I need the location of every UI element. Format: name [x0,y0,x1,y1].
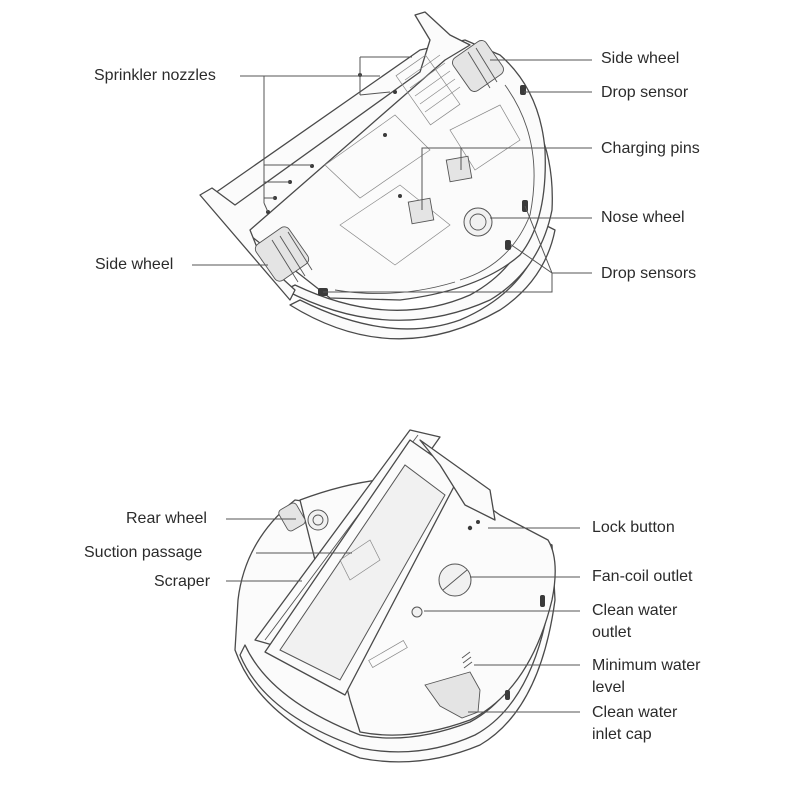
label-drop-sensors: Drop sensors [601,265,697,282]
label-suction-passage: Suction passage [84,544,203,561]
label-clean-water-outlet-line1: Clean water [592,602,678,619]
label-minimum-water-level-line1: Minimum water [592,657,701,674]
label-drop-sensor: Drop sensor [601,84,689,101]
label-clean-water-outlet-line2: outlet [592,624,632,641]
label-minimum-water-level-line2: level [592,679,625,696]
robot-underside [199,11,556,340]
label-charging-pins: Charging pins [601,140,700,157]
robot-tank-view [234,429,556,763]
label-scraper: Scraper [154,573,211,590]
label-side-wheel-left: Side wheel [95,256,174,273]
label-fan-coil-outlet: Fan-coil outlet [592,568,693,585]
label-rear-wheel: Rear wheel [126,510,207,527]
label-lock-button: Lock button [592,519,675,536]
label-nose-wheel: Nose wheel [601,209,685,226]
label-clean-water-inlet-cap-line2: inlet cap [592,726,652,743]
label-clean-water-inlet-cap-line1: Clean water [592,704,678,721]
label-sprinkler-nozzles: Sprinkler nozzles [94,67,216,84]
label-side-wheel-right: Side wheel [601,50,680,67]
